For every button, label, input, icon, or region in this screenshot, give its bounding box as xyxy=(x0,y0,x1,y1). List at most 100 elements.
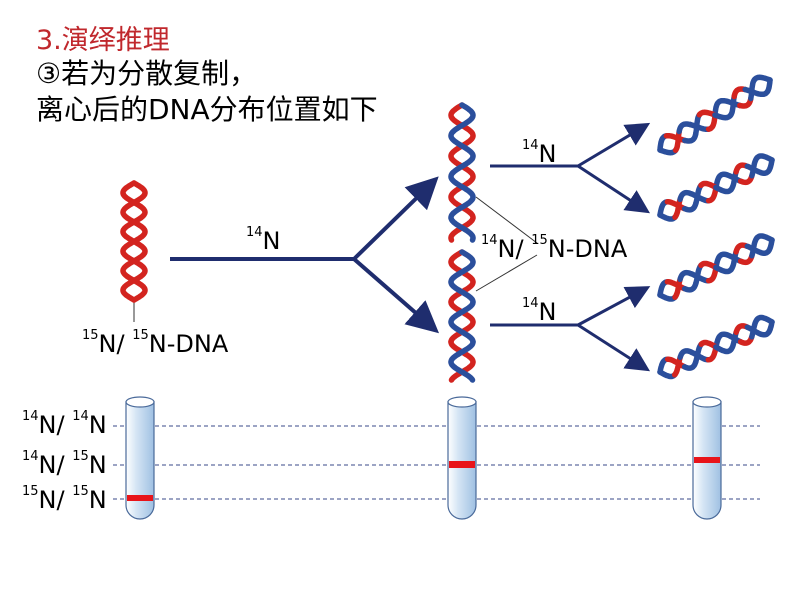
helix-strand-segment xyxy=(120,203,131,221)
helix-strand-segment xyxy=(696,109,718,118)
helix-strand-segment xyxy=(664,356,688,370)
label-hybrid-dna: 14N/ 15N-DNA xyxy=(481,233,628,263)
tube-rim xyxy=(125,396,155,408)
helix-strand-segment xyxy=(754,233,775,243)
helix-strand-segment xyxy=(120,191,144,210)
helix-strand-segment xyxy=(760,77,773,97)
helix-strand-segment xyxy=(754,153,775,163)
branch-arrow-up xyxy=(352,176,439,261)
helix-strand-segment xyxy=(761,157,775,176)
density-level-lines xyxy=(113,425,760,500)
helix-strand-segment xyxy=(737,95,754,109)
top-branch-up xyxy=(577,122,651,168)
helix-strand-segment xyxy=(464,313,476,332)
bottom-branch-up xyxy=(577,286,651,327)
tube-body xyxy=(447,401,477,520)
label-arrow-bottom: 14N xyxy=(522,296,557,326)
helix-strand-segment xyxy=(705,344,719,363)
dna-band xyxy=(127,495,153,501)
helix-strand-segment xyxy=(677,189,695,203)
tube-parent xyxy=(125,396,155,520)
bottom-branch-down xyxy=(577,323,651,372)
helix-strand-segment xyxy=(737,334,755,346)
helix-strand-segment xyxy=(737,172,755,186)
helix-strand-segment xyxy=(705,184,719,204)
helix-strand-segment xyxy=(137,203,148,221)
tube-rim xyxy=(447,396,477,408)
label-arrow-main: 14N xyxy=(246,225,281,255)
helix-strand-segment xyxy=(705,112,718,132)
helix-strand-segment xyxy=(733,323,751,335)
helix-strand-segment xyxy=(448,351,461,370)
helix-strand-segment xyxy=(448,169,464,189)
gen2-dna-helix-4 xyxy=(657,314,775,380)
helix-strand-segment xyxy=(728,169,739,193)
helix-strand-segment xyxy=(663,132,688,144)
helix-strand-segment xyxy=(461,274,476,294)
band-label-14-14: 14N/ 14N xyxy=(22,409,107,439)
helix-strand-segment xyxy=(754,314,775,325)
helix-strand-segment xyxy=(693,112,703,137)
hybrid-dna-helix-top xyxy=(448,102,476,243)
branch-arrow-down xyxy=(352,257,440,334)
helix-strand-segment xyxy=(664,199,688,212)
helix-strand-segment xyxy=(698,339,719,350)
helix-strand-segment xyxy=(681,359,699,371)
helix-strand-segment xyxy=(761,319,775,338)
helix-strand-segment xyxy=(463,351,476,370)
helix-strand-segment xyxy=(137,262,148,280)
helix-strand-segment xyxy=(698,260,719,271)
helix-strand-segment xyxy=(451,364,476,383)
helix-strand-segment xyxy=(727,93,737,118)
parent-dna-helix xyxy=(120,180,148,303)
helix-strand-segment xyxy=(705,264,719,284)
helix-strand-segment xyxy=(457,223,476,243)
helix-strand-segment xyxy=(448,313,460,332)
helix-strand-segment xyxy=(761,237,775,256)
helix-strand-segment xyxy=(120,250,144,268)
helix-strand-segment xyxy=(751,74,773,83)
helix-strand-segment xyxy=(733,162,751,175)
helix-strand-segment xyxy=(448,129,465,149)
helix-strand-segment xyxy=(737,252,755,266)
leader-hybrid-bottom xyxy=(475,254,538,292)
subtitle-line-2: 离心后的DNA分布位置如下 xyxy=(36,93,378,126)
helix-strand-segment xyxy=(720,331,744,345)
helix-strand-segment xyxy=(742,86,767,98)
arrows xyxy=(170,122,651,372)
helix-strand-segment xyxy=(124,250,148,268)
helix-strand-segment xyxy=(124,191,148,210)
helix-strand-segment xyxy=(731,86,748,100)
helix-strand-segment xyxy=(452,300,476,319)
band-label-15-15: 15N/ 15N xyxy=(22,484,107,514)
helix-strand-segment xyxy=(718,97,743,109)
helix-strand-segment xyxy=(461,210,476,230)
helix-strand-segment xyxy=(728,249,739,273)
helix-strand-segment xyxy=(671,354,683,378)
helix-strand-segment xyxy=(720,171,744,184)
leader-lines xyxy=(133,196,538,322)
helix-strand-segment xyxy=(677,269,695,283)
leader-hybrid-top xyxy=(475,196,538,244)
top-branch-down xyxy=(577,164,651,214)
tube-rim xyxy=(692,396,722,408)
helix-strand-segment xyxy=(681,280,699,293)
helix-strand-segment xyxy=(698,180,719,191)
subtitle: ③若为分散复制， 离心后的DNA分布位置如下 xyxy=(36,56,378,128)
label-arrow-top: 14N xyxy=(522,138,557,168)
dna-band xyxy=(694,457,720,463)
helix-strand-segment xyxy=(677,348,695,360)
gen2-dna-helix-3 xyxy=(657,233,775,302)
helix-strand-segment xyxy=(727,329,739,353)
helix-strand-segment xyxy=(448,274,463,294)
gen2-dna-helix-1 xyxy=(657,74,773,156)
helix-strand-segment xyxy=(131,285,148,303)
helix-strand-segment xyxy=(672,276,683,300)
helix-strand-segment xyxy=(672,196,683,220)
helix-strand-segment xyxy=(120,227,137,245)
helix-strand-segment xyxy=(682,130,699,144)
helix-strand-segment xyxy=(450,156,475,176)
tube-generation-1 xyxy=(447,396,477,520)
band-label-14-15: 14N/ 15N xyxy=(22,449,107,479)
